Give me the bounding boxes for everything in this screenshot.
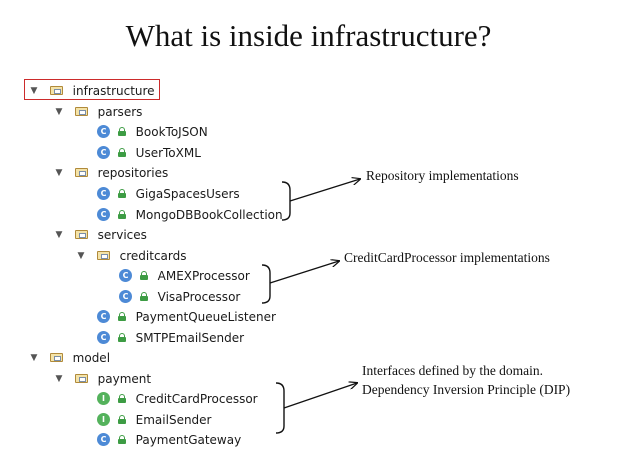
- package-folder-icon: [74, 374, 88, 383]
- expand-arrow-icon[interactable]: ▼: [55, 373, 63, 384]
- infrastructure-highlight-box: [24, 79, 160, 100]
- tree-node-label: repositories: [97, 165, 169, 180]
- tree-node-book-to-json[interactable]: C BookToJSON: [97, 122, 208, 140]
- public-access-icon: [117, 127, 126, 136]
- tree-node-credit-card-processor[interactable]: I CreditCardProcessor: [97, 389, 258, 407]
- class-icon: C: [119, 269, 132, 282]
- tree-node-gigaspaces-users[interactable]: C GigaSpacesUsers: [97, 184, 240, 202]
- public-access-icon: [117, 312, 126, 321]
- slide-title: What is inside infrastructure?: [125, 18, 492, 53]
- tree-node-services[interactable]: ▼ services: [53, 225, 147, 243]
- expand-arrow-icon[interactable]: ▼: [55, 229, 63, 240]
- tree-node-parsers[interactable]: ▼ parsers: [53, 102, 143, 120]
- class-icon: C: [97, 433, 110, 446]
- tree-node-label: creditcards: [119, 248, 187, 263]
- tree-node-smtp-email-sender[interactable]: C SMTPEmailSender: [97, 328, 244, 346]
- expand-arrow-icon[interactable]: ▼: [55, 167, 63, 178]
- tree-node-label: VisaProcessor: [157, 289, 241, 304]
- annotation-creditcard: CreditCardProcessor implementations: [344, 250, 550, 265]
- package-folder-icon: [96, 251, 110, 260]
- expand-arrow-icon[interactable]: ▼: [30, 352, 38, 363]
- interfaces-bracket: [275, 382, 285, 434]
- tree-node-label: payment: [97, 371, 152, 386]
- package-folder-icon: [74, 107, 88, 116]
- tree-node-label: GigaSpacesUsers: [135, 186, 240, 201]
- creditcard-bracket: [261, 264, 271, 304]
- tree-node-label: MongoDBBookCollection: [135, 207, 283, 222]
- package-folder-icon: [49, 86, 63, 95]
- tree-node-label: PaymentQueueListener: [135, 309, 276, 324]
- tree-node-infrastructure[interactable]: ▼ infrastructure: [28, 81, 155, 99]
- tree-node-label: services: [97, 227, 147, 242]
- class-icon: C: [97, 208, 110, 221]
- expand-arrow-icon[interactable]: ▼: [55, 106, 63, 117]
- expand-arrow-icon[interactable]: ▼: [77, 250, 85, 261]
- annotation-interfaces-line2: Dependency Inversion Principle (DIP): [362, 382, 571, 397]
- tree-node-amex-processor[interactable]: C AMEXProcessor: [119, 266, 250, 284]
- class-icon: C: [97, 146, 110, 159]
- public-access-icon: [139, 292, 148, 301]
- tree-node-creditcards[interactable]: ▼ creditcards: [75, 246, 187, 264]
- interface-icon: I: [97, 392, 110, 405]
- tree-node-user-to-xml[interactable]: C UserToXML: [97, 143, 201, 161]
- class-icon: C: [97, 125, 110, 138]
- repository-arrow: [289, 179, 360, 202]
- class-icon: C: [97, 331, 110, 344]
- tree-node-label: BookToJSON: [135, 124, 208, 139]
- tree-node-label: model: [72, 350, 111, 365]
- repository-bracket: [281, 181, 291, 221]
- tree-node-repositories[interactable]: ▼ repositories: [53, 163, 169, 181]
- package-folder-icon: [49, 353, 63, 362]
- tree-node-payment-gateway[interactable]: C PaymentGateway: [97, 430, 241, 448]
- public-access-icon: [117, 435, 126, 444]
- expand-arrow-icon[interactable]: ▼: [30, 85, 38, 96]
- public-access-icon: [139, 271, 148, 280]
- class-icon: C: [119, 290, 132, 303]
- tree-node-label: parsers: [97, 104, 143, 119]
- tree-node-mongodb-book-collection[interactable]: C MongoDBBookCollection: [97, 205, 283, 223]
- tree-node-visa-processor[interactable]: C VisaProcessor: [119, 287, 240, 305]
- tree-node-payment[interactable]: ▼ payment: [53, 369, 152, 387]
- class-icon: C: [97, 310, 110, 323]
- public-access-icon: [117, 415, 126, 424]
- creditcard-arrow: [269, 261, 339, 284]
- package-folder-icon: [74, 230, 88, 239]
- public-access-icon: [117, 189, 126, 198]
- public-access-icon: [117, 148, 126, 157]
- tree-node-label: CreditCardProcessor: [135, 391, 258, 406]
- tree-node-label: UserToXML: [135, 145, 201, 160]
- tree-node-label: SMTPEmailSender: [135, 330, 245, 345]
- public-access-icon: [117, 210, 126, 219]
- public-access-icon: [117, 333, 126, 342]
- tree-node-label: infrastructure: [72, 83, 155, 98]
- tree-node-label: AMEXProcessor: [157, 268, 250, 283]
- package-folder-icon: [74, 168, 88, 177]
- tree-node-label: PaymentGateway: [135, 432, 242, 447]
- tree-node-model[interactable]: ▼ model: [28, 348, 111, 366]
- class-icon: C: [97, 187, 110, 200]
- interface-icon: I: [97, 413, 110, 426]
- public-access-icon: [117, 394, 126, 403]
- annotation-repository: Repository implementations: [366, 168, 519, 183]
- tree-node-payment-queue-listener[interactable]: C PaymentQueueListener: [97, 307, 276, 325]
- annotation-interfaces-line1: Interfaces defined by the domain.: [362, 363, 544, 378]
- interfaces-arrow: [283, 383, 357, 409]
- tree-node-email-sender[interactable]: I EmailSender: [97, 410, 212, 428]
- tree-node-label: EmailSender: [135, 412, 212, 427]
